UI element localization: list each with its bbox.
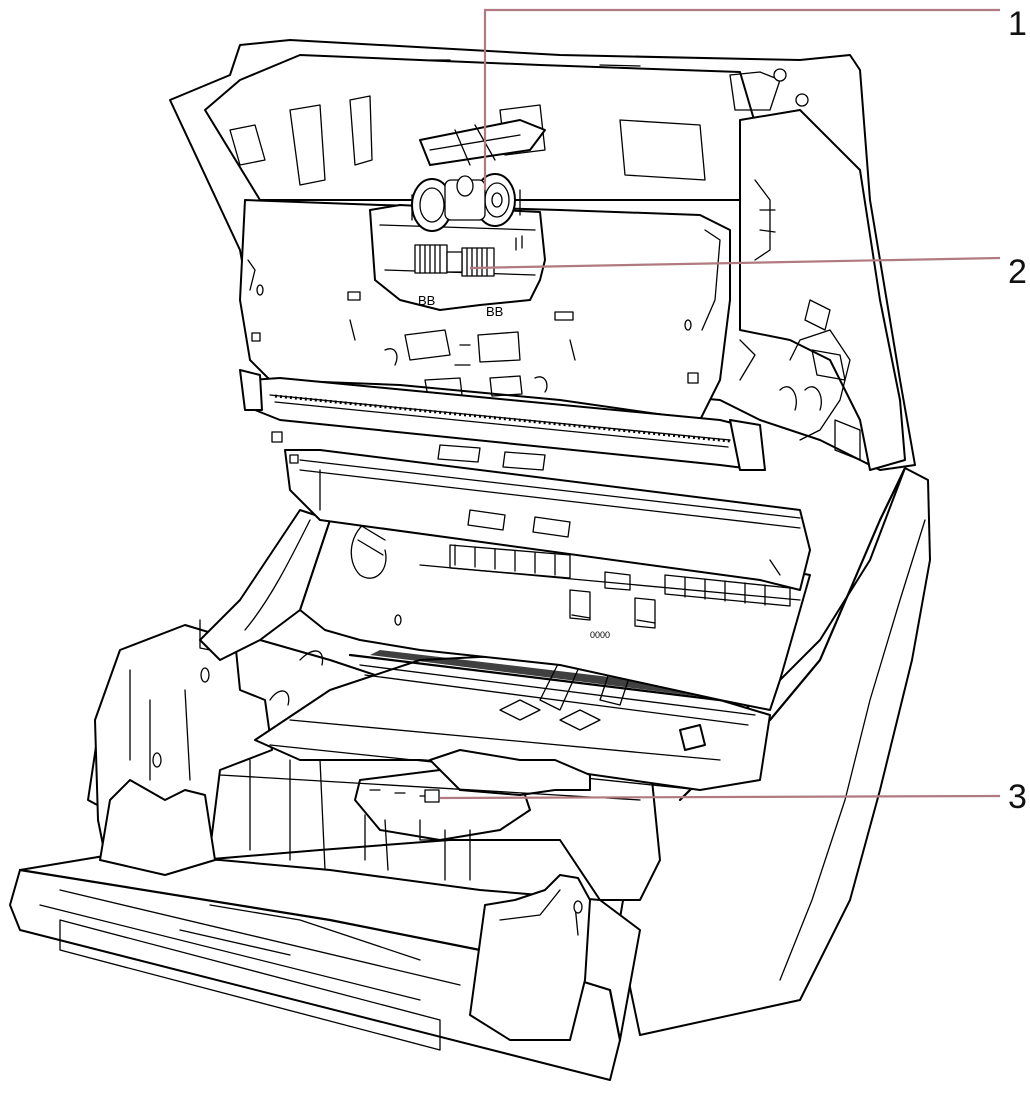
svg-text:BB: BB: [486, 304, 503, 319]
upper-glass: [239, 369, 766, 471]
callout-2: 2: [469, 253, 1027, 291]
callout-1: 1: [483, 5, 1027, 190]
lower-feed-area: [219, 602, 771, 881]
callout-label-3: 3: [1008, 778, 1027, 816]
svg-text:BB: BB: [418, 293, 435, 308]
callout-label-1: 1: [1008, 5, 1027, 43]
right-paper-guide: [469, 874, 591, 1041]
svg-text:0000: 0000: [590, 630, 610, 640]
lower-glass: [271, 431, 811, 591]
callout-3: 3: [439, 778, 1027, 816]
callout-label-2: 2: [1008, 253, 1027, 291]
left-paper-guide: [94, 619, 273, 876]
upper-feed-unit: BB BB: [239, 173, 756, 421]
